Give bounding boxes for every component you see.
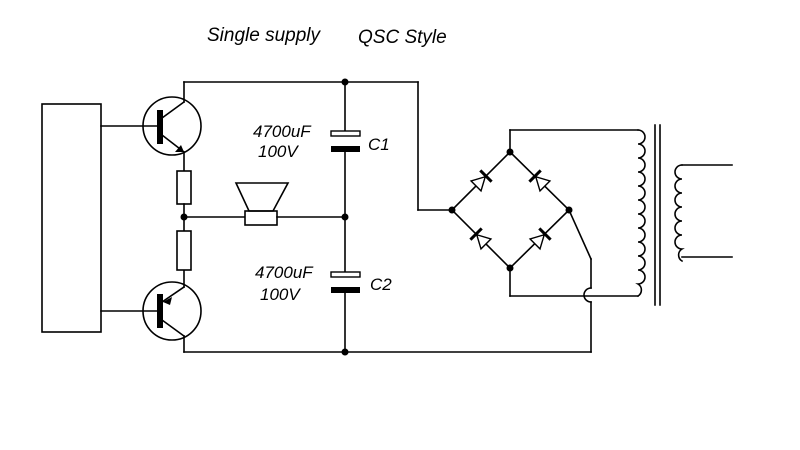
c1-voltage: 100V xyxy=(258,142,299,161)
resistor-bottom xyxy=(176,230,192,271)
title-part-2: QSC Style xyxy=(358,27,447,48)
c2-value: 4700uF xyxy=(255,263,314,282)
title-part-1: Single supply xyxy=(207,25,322,46)
c2-label: C2 xyxy=(370,275,392,294)
transistor-bottom xyxy=(100,269,202,353)
resistor-top xyxy=(176,170,192,205)
amplifier-block xyxy=(41,103,102,333)
c2-voltage: 100V xyxy=(260,285,301,304)
capacitor-c2 xyxy=(330,216,361,353)
transformer xyxy=(635,124,733,306)
capacitor-c1 xyxy=(330,81,361,218)
speaker xyxy=(183,182,346,226)
c1-value: 4700uF xyxy=(253,122,312,141)
junction-bottom xyxy=(341,348,349,356)
transistor-top xyxy=(100,81,202,172)
c1-label: C1 xyxy=(368,135,390,154)
bridge-rectifier xyxy=(448,148,573,272)
